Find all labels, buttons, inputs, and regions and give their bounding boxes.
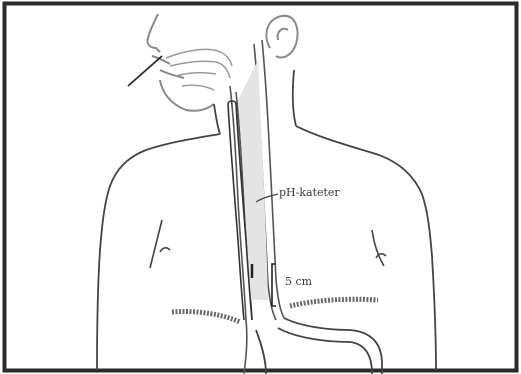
nasal-pharynx — [166, 49, 232, 90]
torso-outline — [97, 70, 436, 370]
stomach — [256, 318, 382, 374]
ear — [266, 16, 297, 58]
catheter-external-line — [128, 56, 162, 86]
armpit-creases — [150, 220, 386, 268]
catheter-label: pH-kateter — [279, 186, 340, 199]
face-profile — [147, 14, 214, 111]
distance-label: 5 cm — [285, 275, 312, 288]
